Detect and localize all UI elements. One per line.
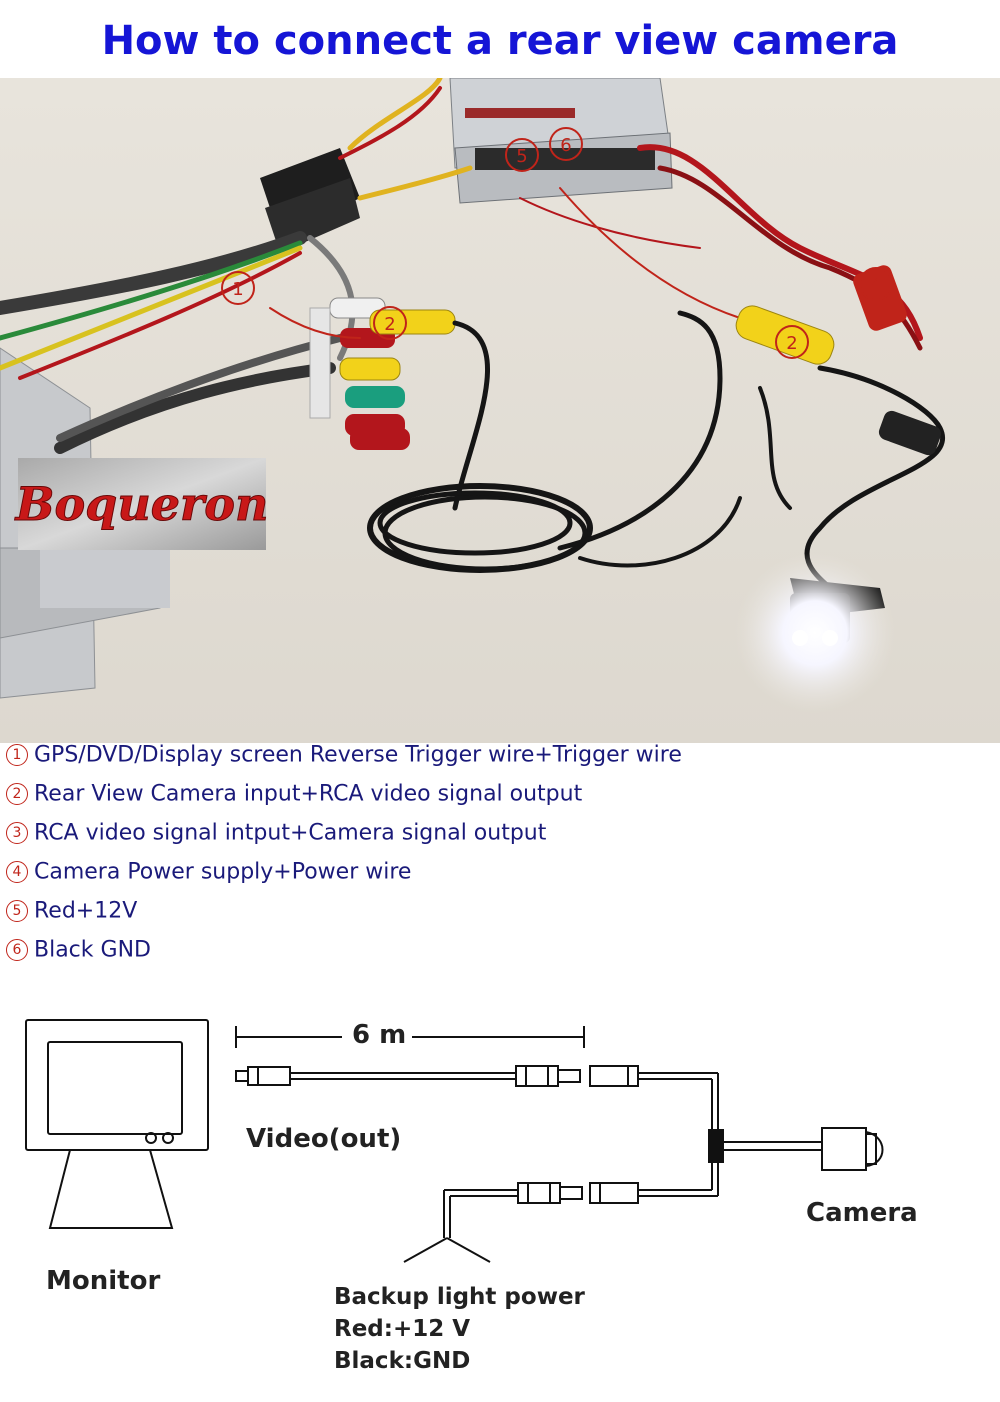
legend-text: Rear View Camera input+RCA video signal … [34, 781, 583, 807]
video-label: Video(out) [246, 1124, 402, 1154]
legend-number: 3 [6, 822, 28, 844]
legend-number: 2 [6, 783, 28, 805]
legend-text: Camera Power supply+Power wire [34, 859, 412, 885]
svg-text:5: 5 [516, 146, 527, 167]
marker-2a: 2 [373, 306, 407, 340]
legend-item: 2 Rear View Camera input+RCA video signal… [6, 781, 582, 807]
legend-item: 4 Camera Power supply+Power wire [6, 859, 411, 885]
wiring-diagram [25, 1019, 884, 1263]
legend-text: RCA video signal intput+Camera signal ou… [34, 820, 547, 846]
wiring-photo: Boqueron 1 2 2 4 5 6 [0, 78, 1000, 743]
marker-1: 1 [221, 271, 255, 305]
svg-text:2: 2 [384, 314, 395, 335]
legend-number: 6 [6, 939, 28, 961]
legend-item: 6 Black GND [6, 937, 151, 963]
monitor-label: Monitor [46, 1266, 161, 1296]
page-title: How to connect a rear view camera [101, 18, 899, 64]
legend-item: 1 GPS/DVD/Display screen Reverse Trigger … [6, 742, 682, 768]
marker-5: 5 [505, 138, 539, 172]
legend-item: 3 RCA video signal intput+Camera signal o… [6, 820, 546, 846]
camera-rca [735, 265, 942, 456]
legend-number: 5 [6, 900, 28, 922]
legend-text: GPS/DVD/Display screen Reverse Trigger w… [34, 742, 682, 768]
video-cable [235, 1065, 719, 1130]
power-black: Black:GND [334, 1348, 471, 1374]
power-title: Backup light power [334, 1284, 585, 1310]
svg-text:1: 1 [232, 279, 243, 300]
marker-4: 4 [859, 267, 893, 301]
marker-6: 6 [549, 127, 583, 161]
distance-dimension [235, 1026, 585, 1048]
svg-text:2: 2 [786, 333, 797, 354]
power-cable [403, 1162, 719, 1263]
svg-text:6: 6 [560, 135, 571, 156]
legend-number: 1 [6, 744, 28, 766]
legend-number: 4 [6, 861, 28, 883]
distance-label: 6 m [352, 1020, 407, 1050]
watermark-text: Boqueron [14, 477, 269, 531]
power-red: Red:+12 V [334, 1316, 471, 1342]
camera-unit [735, 553, 895, 713]
rca-cluster [309, 297, 456, 450]
legend-text: Red+12V [34, 898, 138, 924]
legend-item: 5 Red+12V [6, 898, 137, 924]
monitor-icon [25, 1019, 209, 1229]
camera-icon [821, 1127, 884, 1171]
marker-2b: 2 [775, 325, 809, 359]
photo-markers: 1 2 2 4 5 6 [221, 127, 893, 359]
svg-text:4: 4 [870, 275, 881, 296]
camera-label: Camera [806, 1198, 918, 1228]
junction [708, 1129, 822, 1163]
legend-text: Black GND [34, 937, 151, 963]
watermark: Boqueron [13, 458, 269, 550]
harness-connector [260, 148, 360, 253]
